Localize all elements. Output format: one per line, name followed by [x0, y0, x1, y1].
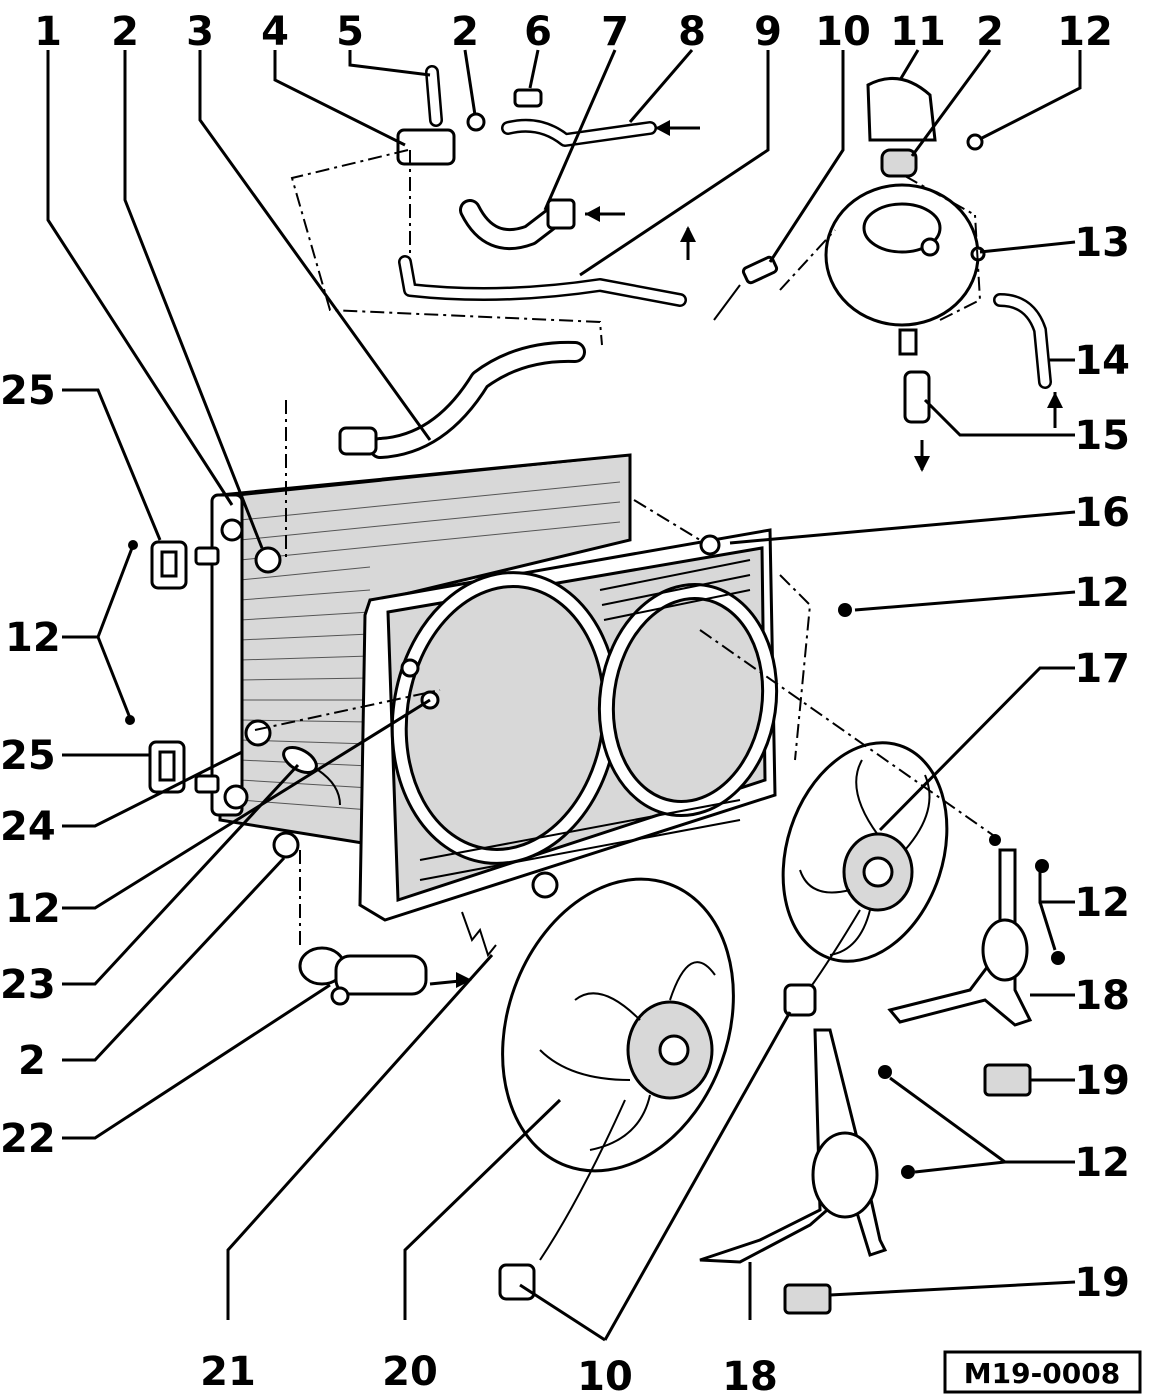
callout-19: 19 [1074, 1260, 1130, 1306]
callout-16: 16 [1074, 490, 1130, 536]
upper-fan [781, 741, 949, 1017]
radiator-fittings [194, 518, 341, 859]
callout-3: 3 [186, 9, 214, 55]
callout-2: 2 [451, 9, 479, 55]
callout-24: 24 [0, 804, 56, 850]
callout-11: 11 [890, 9, 946, 55]
callout-12: 12 [1074, 880, 1130, 926]
callout-6: 6 [524, 9, 552, 55]
coolant-hoses [338, 65, 687, 459]
callout-18: 18 [722, 1354, 778, 1400]
callout-2: 2 [976, 9, 1004, 55]
radiator [210, 453, 632, 847]
callout-2: 2 [111, 9, 139, 55]
callout-9: 9 [754, 9, 782, 55]
callout-2: 2 [18, 1038, 46, 1084]
bolts [125, 540, 1065, 1179]
callout-14: 14 [1074, 338, 1130, 384]
expansion-tank [824, 77, 1052, 424]
callout-18: 18 [1074, 973, 1130, 1019]
callout-10: 10 [815, 9, 871, 55]
assembly-lines [254, 149, 1001, 950]
fan-brackets [699, 848, 1033, 1264]
lower-fan [498, 877, 735, 1301]
callout-22: 22 [0, 1116, 56, 1162]
mounting-brackets [148, 540, 188, 794]
callout-5: 5 [336, 9, 364, 55]
flow-arrows [429, 120, 1063, 988]
fan-shroud [358, 528, 779, 922]
callout-12: 12 [5, 886, 61, 932]
callout-1: 1 [34, 9, 62, 55]
callout-25: 25 [0, 733, 56, 779]
callout-20: 20 [382, 1349, 438, 1395]
callout-17: 17 [1074, 646, 1130, 692]
callout-8: 8 [678, 9, 706, 55]
callout-labels: 1 2 3 4 5 2 6 7 8 9 10 11 2 12 13 14 15 … [0, 9, 1130, 1400]
callout-12: 12 [5, 615, 61, 661]
thermo-switch [298, 946, 428, 1006]
callout-21: 21 [200, 1349, 256, 1395]
callout-23: 23 [0, 962, 56, 1008]
callout-7: 7 [601, 9, 629, 55]
leader-lines [46, 49, 1082, 1342]
callout-15: 15 [1074, 413, 1130, 459]
callout-13: 13 [1074, 220, 1130, 266]
ground-wire [461, 911, 497, 958]
callout-12: 12 [1057, 9, 1113, 55]
callout-19: 19 [1074, 1058, 1130, 1104]
callout-25: 25 [0, 368, 56, 414]
callout-4: 4 [261, 9, 289, 55]
reference-code-box: M19-0008 [943, 1350, 1142, 1394]
callout-10: 10 [577, 1354, 633, 1400]
callout-12: 12 [1074, 1140, 1130, 1186]
parts-drawing [125, 65, 1065, 1315]
callout-12: 12 [1074, 570, 1130, 616]
reference-code: M19-0008 [964, 1357, 1120, 1390]
temperature-sensor [713, 255, 779, 321]
